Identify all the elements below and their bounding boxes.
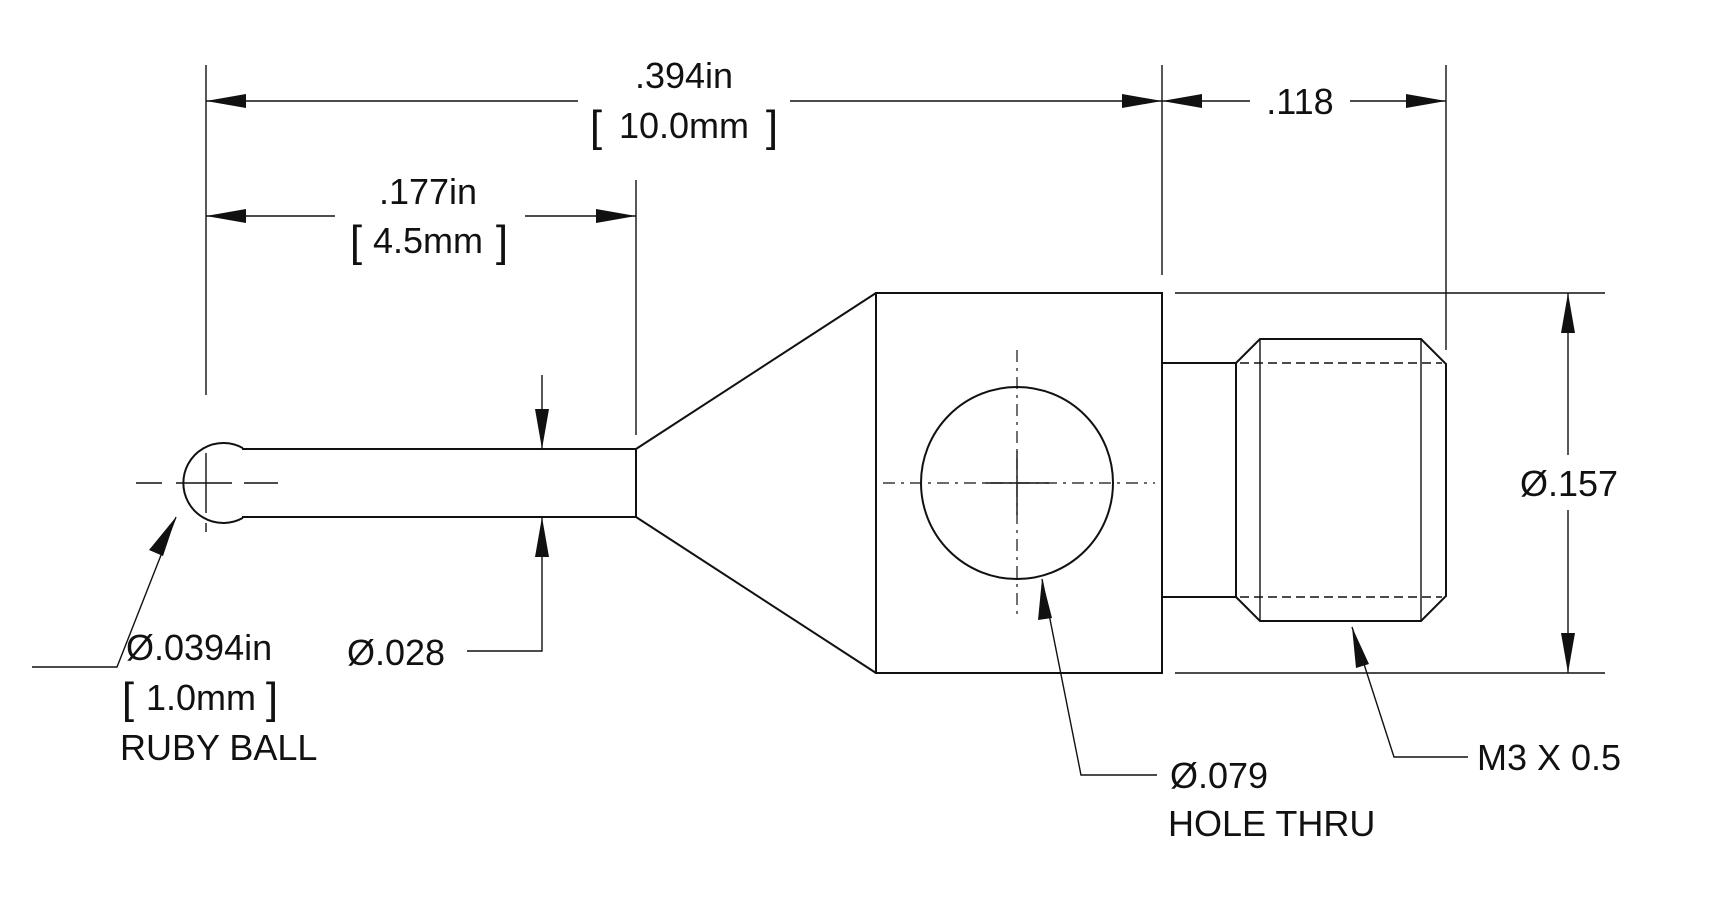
svg-text:[: [ — [590, 102, 602, 151]
ruby-ball — [136, 442, 278, 532]
dim-body-diameter: Ø.157 — [1520, 293, 1618, 673]
dim-stem-length-mm: 4.5mm — [373, 220, 483, 261]
dim-body-diameter-text: Ø.157 — [1520, 463, 1618, 504]
dim-ball-diameter-in: Ø.0394in — [126, 627, 272, 668]
svg-text:]: ] — [766, 102, 778, 151]
dim-stem-diameter-text: Ø.028 — [347, 632, 445, 673]
dim-stem-diameter: Ø.028 — [347, 375, 549, 673]
dim-ball-diameter-mm: 1.0mm — [146, 677, 256, 718]
thread-spec-text: M3 X 0.5 — [1477, 737, 1621, 778]
threaded-section — [1162, 338, 1447, 622]
svg-text:]: ] — [496, 217, 508, 266]
stylus-cone — [635, 292, 877, 674]
dim-thread-spec: M3 X 0.5 — [1351, 626, 1621, 778]
dim-stem-length: .177in [ 4.5mm ] — [206, 171, 636, 266]
dim-thread-length-text: .118 — [1266, 81, 1333, 122]
svg-text:]: ] — [266, 674, 278, 723]
ruby-ball-label: RUBY BALL — [120, 727, 317, 768]
stylus-stem — [242, 448, 637, 518]
dim-ball-diameter: Ø.0394in [ 1.0mm ] RUBY BALL — [32, 516, 317, 768]
dim-overall-length-in: .394in — [635, 55, 733, 96]
stylus-body — [875, 292, 1163, 674]
hole-thru-label: HOLE THRU — [1168, 803, 1375, 844]
dim-hole-diameter: Ø.079 HOLE THRU — [1038, 578, 1375, 844]
dim-thread-length: .118 — [1162, 81, 1446, 122]
dim-overall-length: .394in [ 10.0mm ] — [206, 55, 1162, 151]
svg-text:[: [ — [122, 674, 134, 723]
svg-text:[: [ — [350, 217, 362, 266]
dim-stem-length-in: .177in — [379, 171, 477, 212]
dim-overall-length-mm: 10.0mm — [619, 105, 749, 146]
dim-hole-diameter-text: Ø.079 — [1170, 755, 1268, 796]
